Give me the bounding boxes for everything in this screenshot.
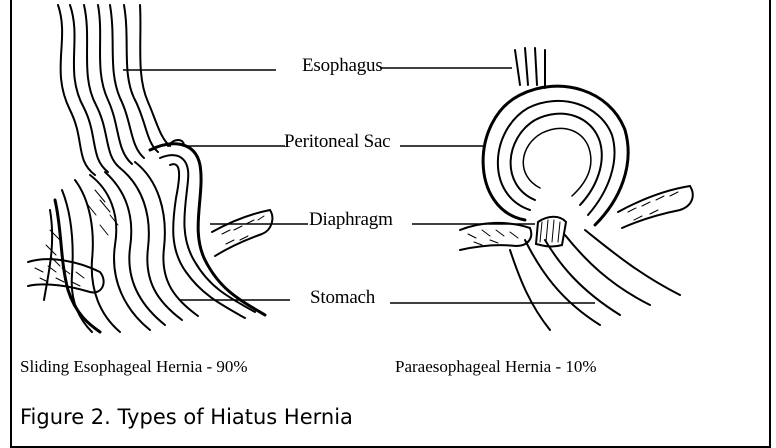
paraesophageal-hernia-caption: Paraesophageal Hernia - 10%	[395, 357, 597, 377]
stomach-label: Stomach	[310, 287, 375, 309]
paraesophageal-hernia-drawing	[460, 48, 693, 330]
esophagus-label: Esophagus	[302, 55, 383, 77]
sliding-hernia-caption: Sliding Esophageal Hernia - 90%	[20, 357, 248, 377]
diaphragm-label: Diaphragm	[309, 209, 393, 231]
peritoneal-sac-label: Peritoneal Sac	[284, 131, 390, 153]
sliding-hernia-drawing	[28, 5, 272, 332]
label-leader-lines	[123, 68, 595, 303]
figure-title: Figure 2. Types of Hiatus Hernia	[20, 405, 353, 429]
